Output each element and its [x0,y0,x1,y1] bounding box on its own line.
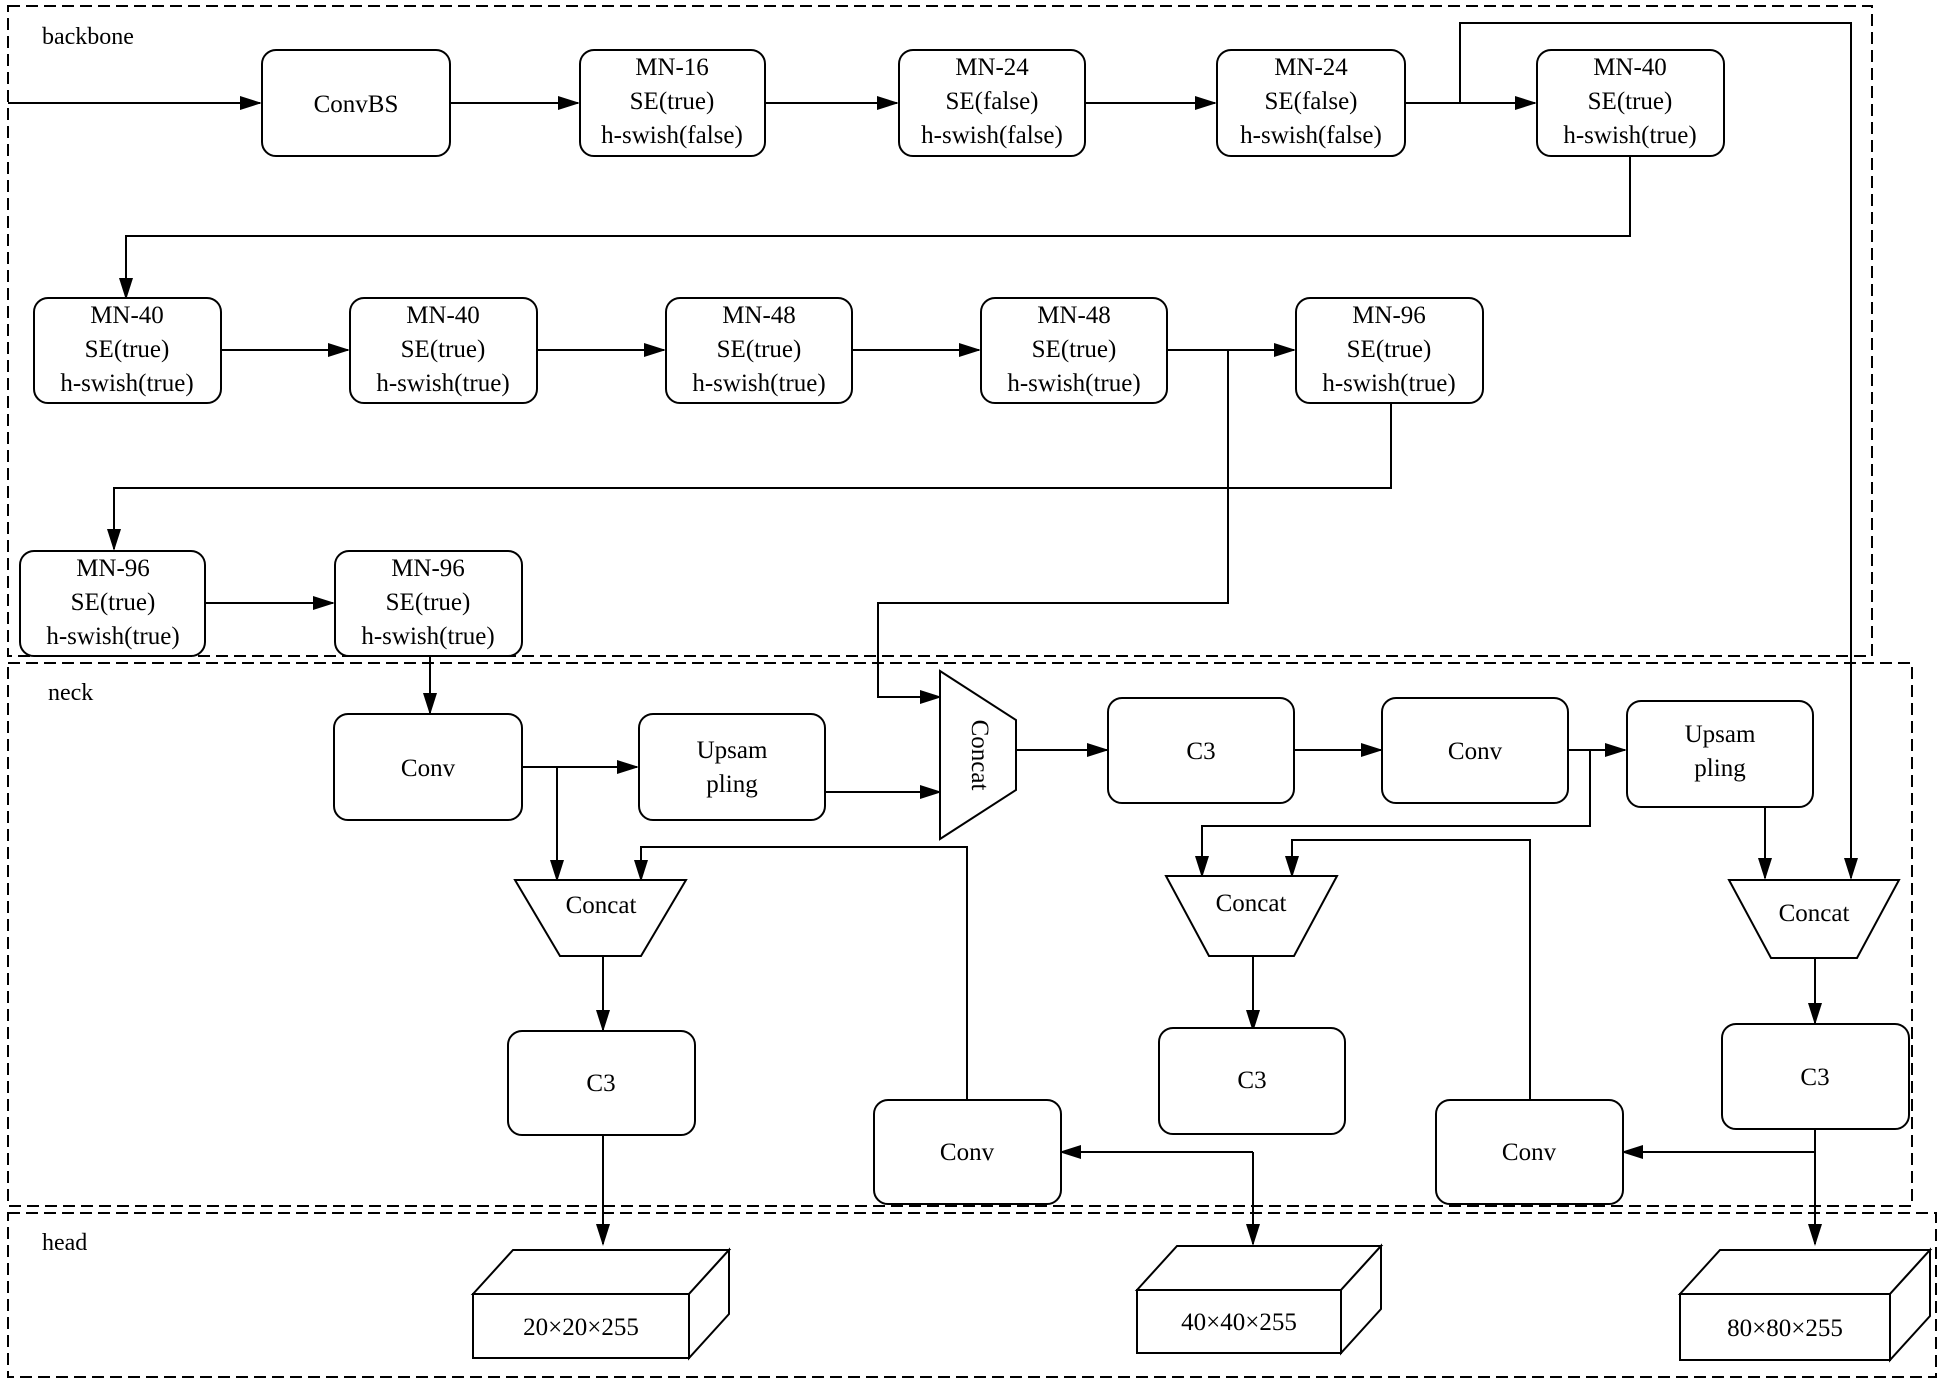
concat-vertical: Concat [939,669,1017,841]
mn-96-1-activation: h-swish(true) [1322,370,1455,397]
mn-24-1-title: MN-24 [955,54,1029,81]
mn-48-1-se: SE(true) [717,336,802,363]
mn-96-2-title: MN-96 [76,555,150,582]
mn-40-1-se: SE(true) [1588,88,1673,115]
mn-48-2-title: MN-48 [1037,302,1111,329]
conv-2-label: Conv [1448,738,1503,765]
head-label: head [42,1230,87,1256]
mn-24-2-activation: h-swish(false) [1240,122,1382,149]
mn-96-block-1: MN-96 SE(true) h-swish(true) [1295,297,1484,404]
concat-vertical-label: Concat [966,720,993,791]
mn-96-3-title: MN-96 [391,555,465,582]
mn-16-se: SE(true) [630,88,715,115]
connections [8,22,1858,1246]
mn-40-3-se: SE(true) [401,336,486,363]
c3-3-label: C3 [1800,1064,1829,1091]
output-box-40: 40×40×255 [1134,1243,1384,1356]
mn-48-block-2: MN-48 SE(true) h-swish(true) [980,297,1168,404]
mn-16-block: MN-16 SE(true) h-swish(false) [579,49,766,157]
c3-block-1: C3 [507,1030,696,1136]
mn-24-1-se: SE(false) [945,88,1038,115]
mn-96-2-se: SE(true) [71,589,156,616]
mn-40-block-1: MN-40 SE(true) h-swish(true) [1536,49,1725,157]
output-40-label: 40×40×255 [1181,1309,1297,1336]
mn-24-block-2: MN-24 SE(false) h-swish(false) [1216,49,1406,157]
mn-24-1-activation: h-swish(false) [921,122,1063,149]
conv-block-2: Conv [1381,697,1569,804]
mn-48-1-activation: h-swish(true) [692,370,825,397]
output-box-80: 80×80×255 [1677,1247,1933,1363]
mn-40-block-2: MN-40 SE(true) h-swish(true) [33,297,222,404]
concat-block-3: Concat [1727,879,1901,959]
mn-40-3-activation: h-swish(true) [376,370,509,397]
concat-1-label: Concat [566,892,637,919]
c3-2-label: C3 [1237,1067,1266,1094]
c3-block-top: C3 [1107,697,1295,804]
c3-top-label: C3 [1186,738,1215,765]
mn-48-1-title: MN-48 [722,302,796,329]
mn-96-1-se: SE(true) [1347,336,1432,363]
concat-block-1: Concat [513,879,688,957]
concat-3-label: Concat [1779,900,1850,927]
upsampling-2-line1: Upsam [1685,721,1756,748]
mn-40-2-title: MN-40 [90,302,164,329]
mn-40-2-activation: h-swish(true) [60,370,193,397]
mn-96-3-se: SE(true) [386,589,471,616]
convbs-block: ConvBS [261,49,451,157]
mn-96-block-3: MN-96 SE(true) h-swish(true) [334,550,523,657]
mn-24-2-se: SE(false) [1264,88,1357,115]
mn-96-2-activation: h-swish(true) [46,623,179,650]
c3-block-2: C3 [1158,1027,1346,1135]
conv-4-label: Conv [1502,1139,1557,1166]
mn-24-block-1: MN-24 SE(false) h-swish(false) [898,49,1086,157]
neck-label: neck [48,680,93,706]
conv-block-3: Conv [873,1099,1062,1205]
head-frame [7,1212,1937,1378]
mn-40-3-title: MN-40 [406,302,480,329]
mn-16-title: MN-16 [635,54,709,81]
output-20-label: 20×20×255 [523,1314,639,1341]
upsampling-1-line1: Upsam [697,737,768,764]
output-box-20: 20×20×255 [470,1247,732,1361]
upsampling-block-1: Upsam pling [638,713,826,821]
backbone-label: backbone [42,24,134,50]
mn-40-1-activation: h-swish(true) [1563,122,1696,149]
mn-96-1-title: MN-96 [1352,302,1426,329]
convbs-label: ConvBS [314,91,399,118]
mn-24-2-title: MN-24 [1274,54,1348,81]
c3-block-3: C3 [1721,1023,1910,1130]
mn-40-block-3: MN-40 SE(true) h-swish(true) [349,297,538,404]
upsampling-1-line2: pling [706,771,758,798]
conv-3-label: Conv [940,1139,995,1166]
concat-2-label: Concat [1216,890,1287,917]
conv-1-label: Conv [401,755,456,782]
mn-96-block-2: MN-96 SE(true) h-swish(true) [19,550,206,657]
conv-block-4: Conv [1435,1099,1624,1205]
conv-block-1: Conv [333,713,523,821]
upsampling-2-line2: pling [1694,755,1746,782]
upsampling-block-2: Upsam pling [1626,700,1814,808]
c3-1-label: C3 [586,1070,615,1097]
mn-16-activation: h-swish(false) [601,122,743,149]
concat-block-2: Concat [1164,875,1339,957]
mn-48-block-1: MN-48 SE(true) h-swish(true) [665,297,853,404]
mn-40-1-title: MN-40 [1593,54,1667,81]
mn-40-2-se: SE(true) [85,336,170,363]
output-80-label: 80×80×255 [1727,1315,1843,1342]
backbone-frame [7,5,1873,657]
mn-48-2-se: SE(true) [1032,336,1117,363]
mn-96-3-activation: h-swish(true) [361,623,494,650]
mn-48-2-activation: h-swish(true) [1007,370,1140,397]
